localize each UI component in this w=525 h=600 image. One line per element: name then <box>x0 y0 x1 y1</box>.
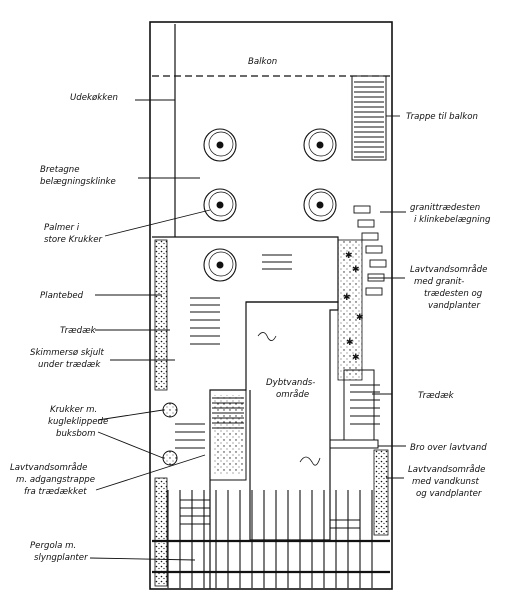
stepping-stone <box>357 219 375 228</box>
leader-line <box>104 209 211 237</box>
label-shallow-granite-3: trædesten og <box>424 289 483 299</box>
palm-pot <box>303 188 337 222</box>
label-shallow-granite-1: Lavtvandsområde <box>410 264 487 275</box>
water-ripple-1 <box>257 332 277 341</box>
water-ripple-2 <box>299 456 321 466</box>
label-pergola-1: Pergola m. <box>30 541 76 551</box>
water-plant: ✱ <box>345 251 353 261</box>
leader-line <box>95 454 206 491</box>
shallow-water-granite <box>337 239 363 381</box>
label-deck-right: Trædæk <box>418 391 455 401</box>
plot-boundary <box>149 21 393 590</box>
label-balcony: Balkon <box>248 57 277 67</box>
label-shallow-stair-3: fra trædækket <box>24 487 87 497</box>
palm-canopy <box>208 131 234 157</box>
palm-pot <box>303 128 337 162</box>
palm-trunk <box>316 141 324 149</box>
palm-canopy <box>308 131 334 157</box>
label-pots-1: Krukker m. <box>50 405 97 415</box>
label-shallow-stair-1: Lavtvandsområde <box>10 462 87 473</box>
leader-line <box>89 557 196 561</box>
granite-stepping-stones <box>353 205 387 296</box>
stepping-stone <box>365 287 383 296</box>
palm-trunk <box>216 201 224 209</box>
palm-canopy <box>208 251 234 277</box>
stepping-stone <box>369 259 387 268</box>
label-shallow-granite-4: vandplanter <box>428 301 480 311</box>
label-deep-water-1: Dybtvands- <box>266 378 315 388</box>
boxwood-pot-2 <box>162 450 178 466</box>
bridge <box>329 439 379 449</box>
palm-trunk <box>216 261 224 269</box>
stepping-stone <box>361 232 379 241</box>
boxwood-pot-1 <box>162 402 178 418</box>
stepping-stone <box>365 245 383 254</box>
label-shallow-stair-2: m. adgangstrappe <box>16 475 95 485</box>
palm-pot <box>203 248 237 282</box>
pergola <box>152 490 390 588</box>
label-pots-3: buksbom <box>56 429 95 439</box>
water-plants: ✱ ✱ ✱ ✱ ✱ ✱ <box>343 251 364 363</box>
palm-trunk <box>316 201 324 209</box>
label-shallow-fountain-1: Lavtvandsområde <box>408 464 485 475</box>
palm-pot <box>203 188 237 222</box>
label-skimmer-2: under trædæk <box>38 360 101 370</box>
shallow-water-fountain <box>373 449 389 536</box>
label-pergola-2: slyngplanter <box>34 553 88 563</box>
palm-pot <box>203 128 237 162</box>
label-bridge: Bro over lavtvand <box>410 443 487 453</box>
planting-bed-lower <box>154 477 168 587</box>
label-deep-water-2: område <box>276 389 309 400</box>
stair-to-balcony <box>351 75 387 161</box>
label-paving-2: belægningsklinke <box>40 177 116 187</box>
label-shallow-granite-2: med granit- <box>414 277 464 287</box>
label-paving-1: Bretagne <box>40 165 80 175</box>
deck-right <box>343 369 375 441</box>
palm-pots <box>203 128 337 282</box>
palm-canopy <box>208 191 234 217</box>
leader-line <box>97 409 164 421</box>
palm-canopy <box>308 191 334 217</box>
label-granite-1: granittrædesten <box>410 203 480 213</box>
label-planting-bed: Plantebed <box>40 291 84 301</box>
water-plant: ✱ <box>356 313 364 323</box>
water-plant: ✱ <box>346 338 354 348</box>
stepping-stone <box>367 273 385 282</box>
label-palms-1: Palmer i <box>44 223 80 233</box>
label-palms-2: store Krukker <box>44 235 103 245</box>
planting-bed <box>154 239 168 391</box>
label-shallow-fountain-3: og vandplanter <box>416 489 482 499</box>
label-granite-2: i klinkebelægning <box>414 215 491 225</box>
access-stair <box>209 389 247 481</box>
leader-line <box>97 431 164 459</box>
stepping-stone <box>353 205 371 214</box>
label-pots-2: kugleklippede <box>48 417 108 427</box>
label-outdoor-kitchen: Udekøkken <box>70 93 118 103</box>
label-stair-balcony: Trappe til balkon <box>406 112 478 122</box>
water-plant: ✱ <box>343 293 351 303</box>
palm-trunk <box>216 141 224 149</box>
deck-hatching <box>175 254 380 529</box>
label-skimmer-1: Skimmersø skjult <box>30 348 105 358</box>
leader-lines <box>89 99 406 561</box>
water-plant: ✱ <box>352 353 360 363</box>
label-shallow-fountain-2: med vandkunst <box>412 477 479 487</box>
water-plant: ✱ <box>352 265 360 275</box>
label-deck-left: Trædæk <box>60 326 97 336</box>
